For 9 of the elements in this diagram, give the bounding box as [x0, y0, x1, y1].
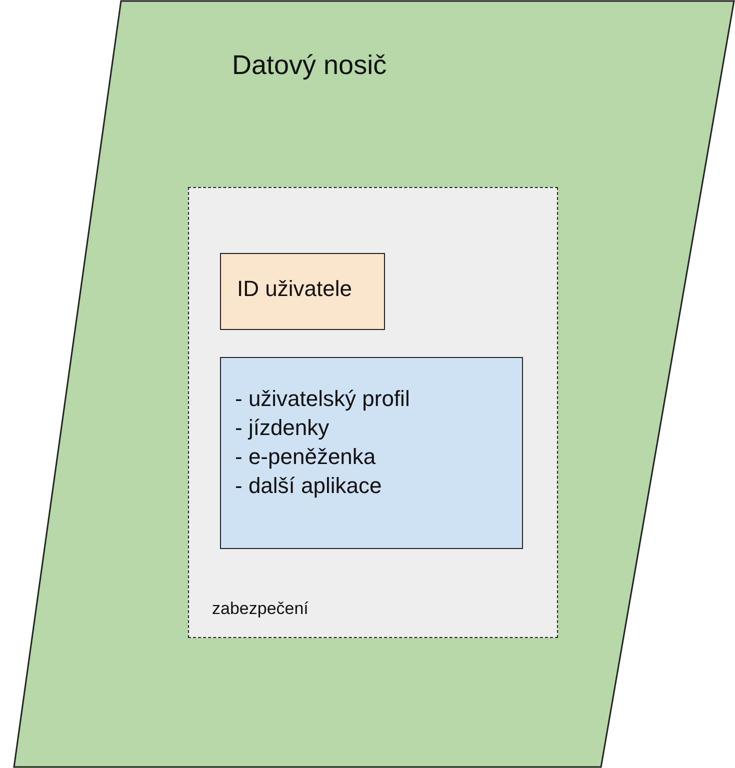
list-item: - jízdenky	[235, 414, 330, 442]
list-panel	[220, 357, 523, 549]
id-box: ID uživatele	[220, 253, 385, 330]
title-text: Datový nosič	[232, 50, 387, 81]
list-item: - další aplikace	[235, 472, 382, 500]
dashed-container	[188, 187, 558, 638]
list-item: - e-peněženka	[235, 443, 376, 471]
container-label: zabezpečení	[212, 599, 308, 619]
list-item: - uživatelský profil	[235, 385, 410, 413]
